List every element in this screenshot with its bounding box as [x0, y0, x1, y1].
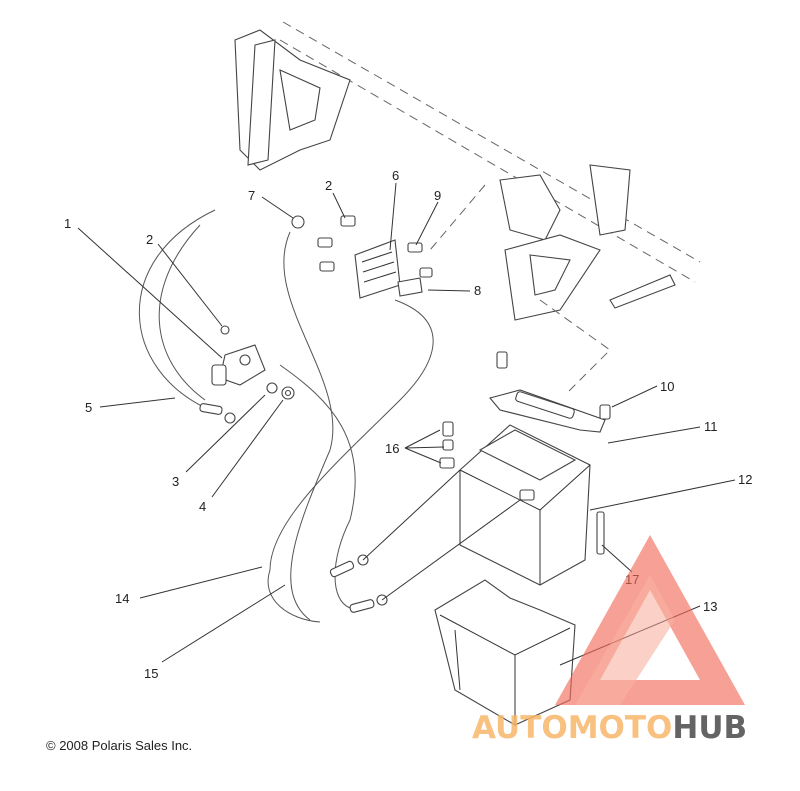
callout-15: 15 [144, 666, 158, 681]
callout-10: 10 [660, 379, 674, 394]
watermark-text-hub: HUB [672, 710, 747, 746]
callout-3: 3 [172, 474, 179, 489]
callout-labels: 1 2 2 3 4 5 6 7 8 9 10 11 12 13 14 15 16… [64, 168, 752, 681]
washer [266, 382, 278, 394]
callout-14: 14 [115, 591, 129, 606]
automotohub-watermark: AUTOMOTOHUB [472, 535, 747, 746]
callout-1: 1 [64, 216, 71, 231]
callout-7: 7 [248, 188, 255, 203]
callout-5: 5 [85, 400, 92, 415]
battery [439, 421, 605, 586]
callout-2-top: 2 [325, 178, 332, 193]
svg-text:AUTOMOTOHUB: AUTOMOTOHUB [472, 710, 747, 746]
callout-9: 9 [434, 188, 441, 203]
cables [138, 209, 521, 623]
callout-8: 8 [474, 283, 481, 298]
callout-16: 16 [385, 441, 399, 456]
hold-down-bracket [489, 351, 611, 433]
frame-rail [234, 21, 701, 396]
terminal-block [291, 215, 433, 299]
callout-6: 6 [392, 168, 399, 183]
watermark-text-automoto: AUTOMOTO [472, 710, 672, 746]
callout-13: 13 [703, 599, 717, 614]
copyright-notice: © 2008 Polaris Sales Inc. [46, 738, 193, 753]
callout-2-left: 2 [146, 232, 153, 247]
solenoid-assembly [211, 325, 266, 386]
callout-4: 4 [199, 499, 206, 514]
battery-box [434, 579, 576, 726]
callout-11: 11 [704, 419, 718, 434]
callout-12: 12 [738, 472, 752, 487]
